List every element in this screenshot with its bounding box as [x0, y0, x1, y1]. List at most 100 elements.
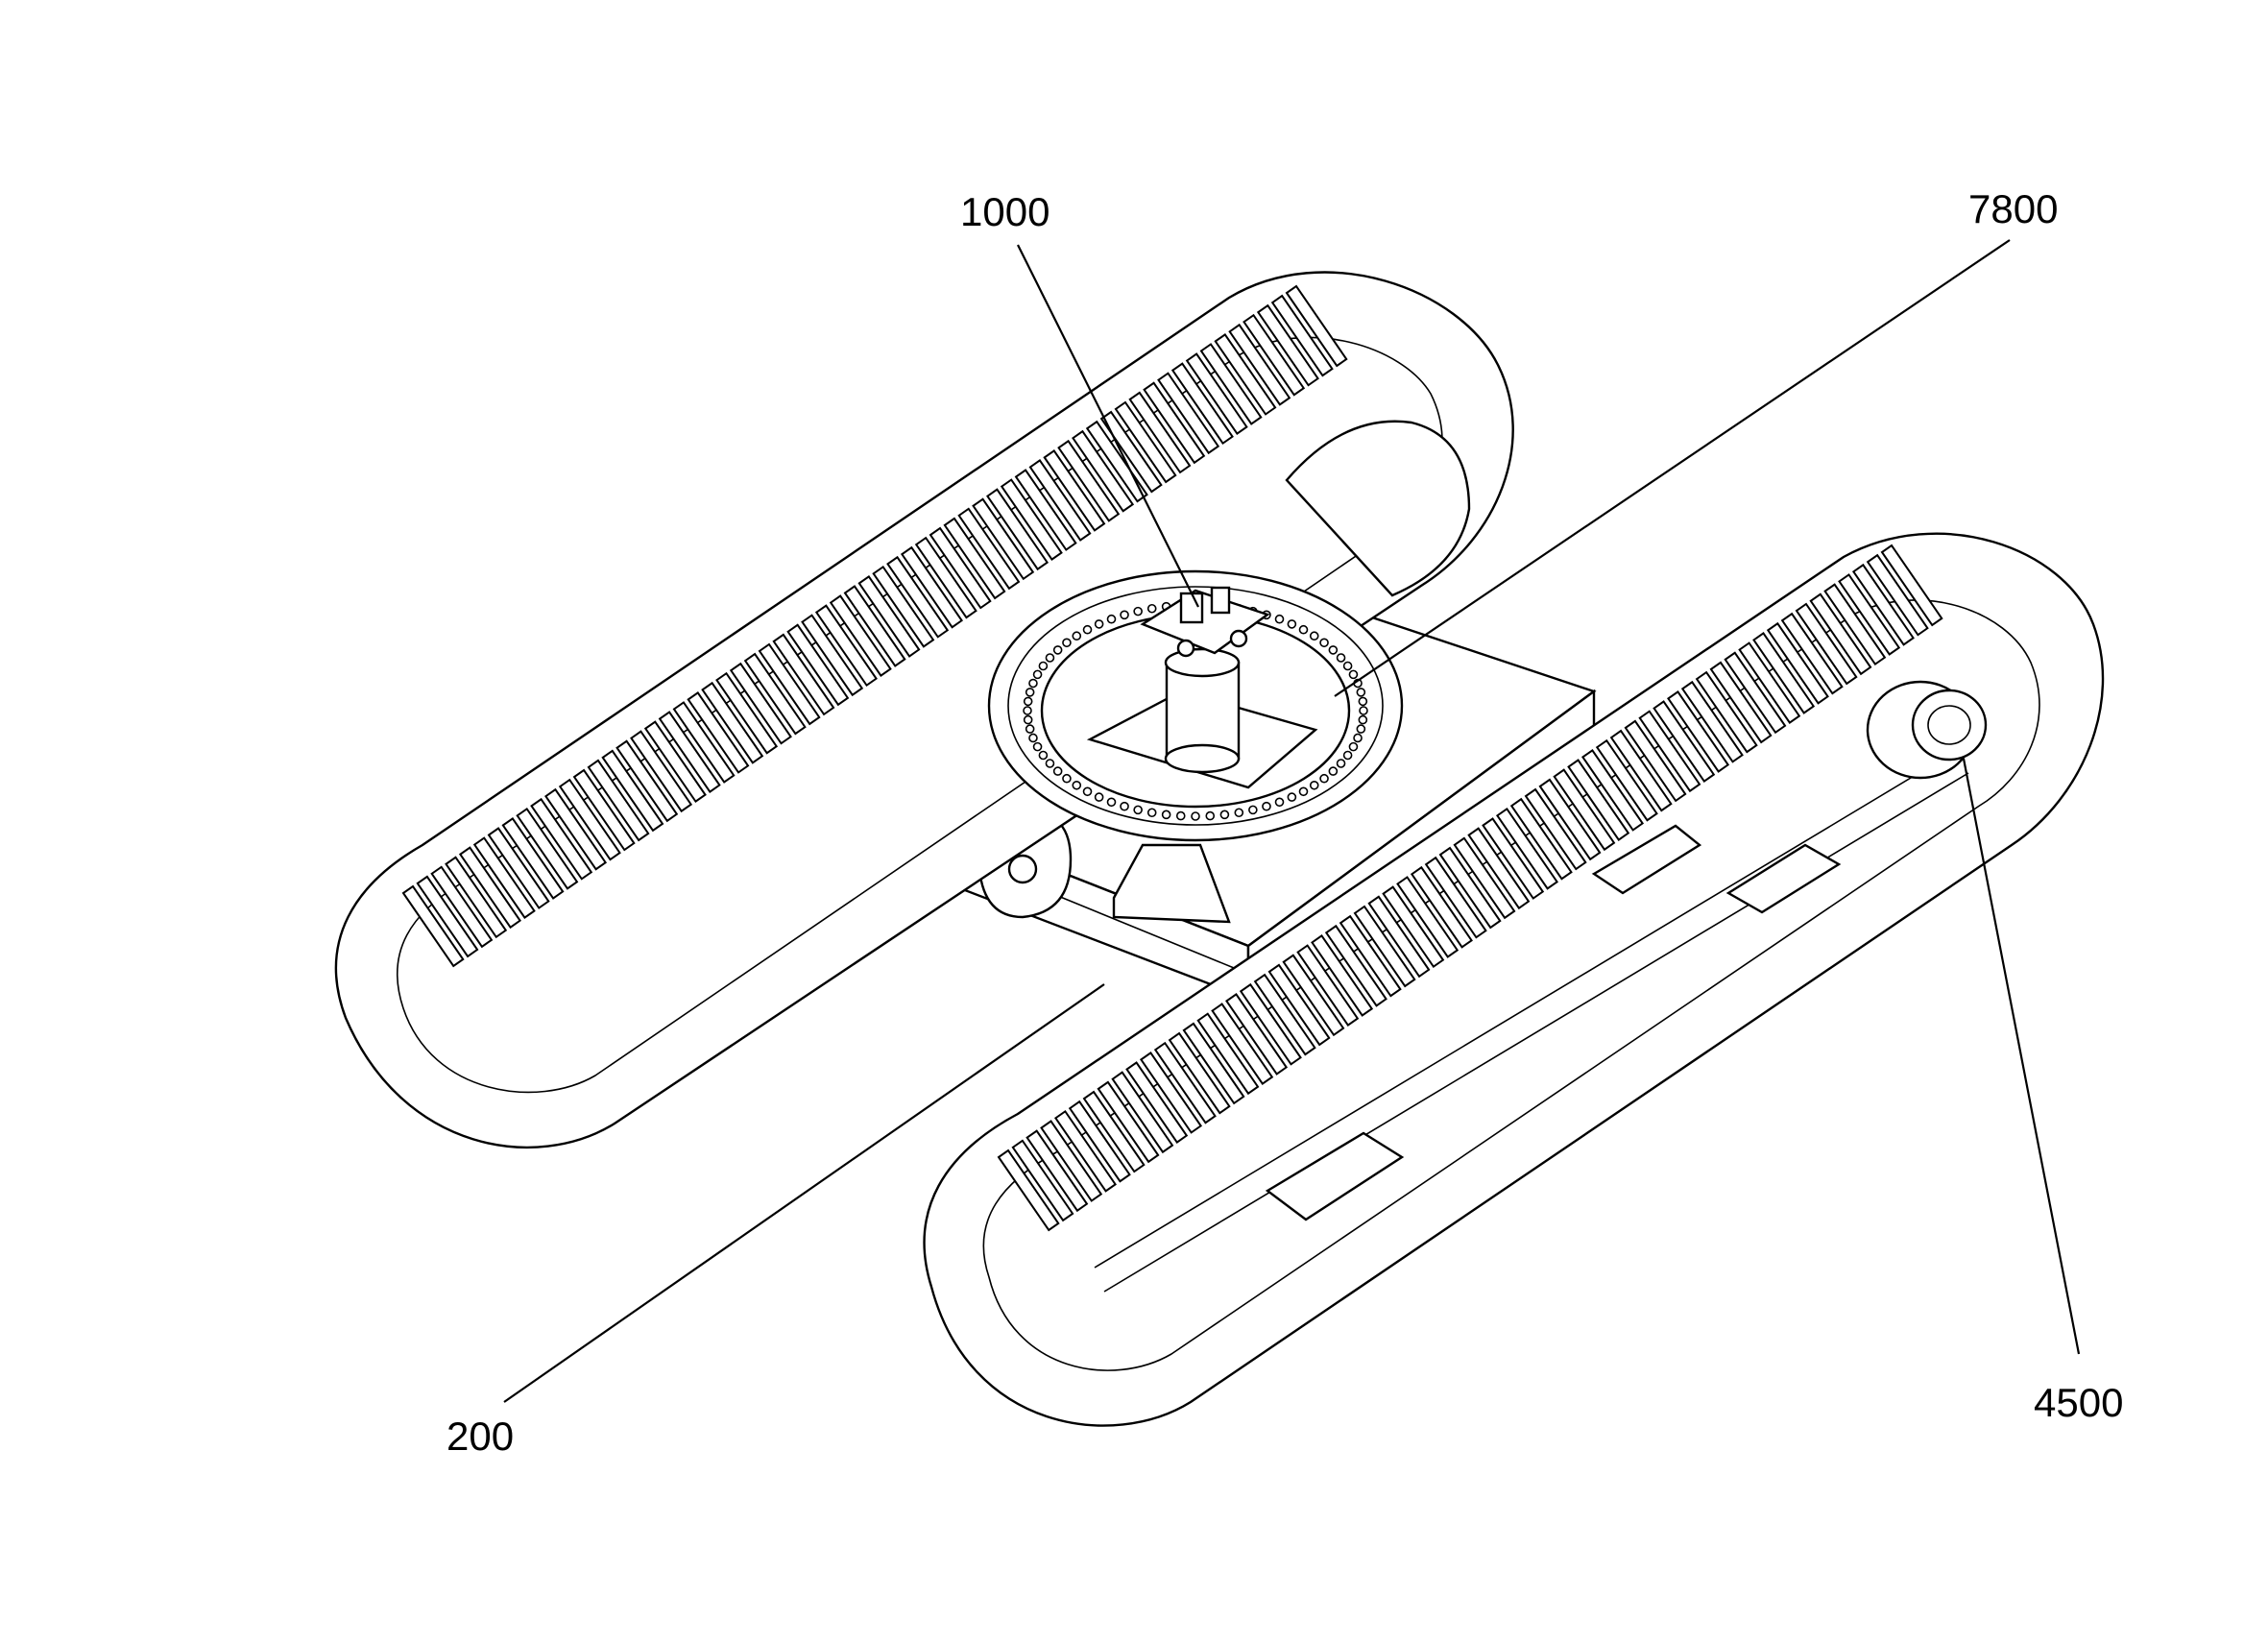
track-shoe: [1182, 1022, 1245, 1105]
ring-gear-tooth: [1175, 810, 1186, 821]
track-shoe: [1185, 352, 1248, 435]
ring-gear-tooth: [1023, 696, 1033, 707]
ring-gear-tooth: [1032, 741, 1043, 752]
track-shoe: [472, 836, 536, 919]
track-shoe: [1866, 553, 1929, 637]
track-shoe: [1243, 313, 1306, 397]
track-shoe: [1353, 905, 1416, 988]
track-shoe: [1228, 323, 1291, 406]
track-shoe: [1239, 982, 1302, 1066]
track-shoe: [1880, 544, 1943, 627]
rotary-joint: [1140, 586, 1270, 774]
ring-gear-tooth: [1287, 619, 1297, 629]
ring-gear-tooth: [1146, 808, 1157, 818]
track-shoe: [1410, 865, 1473, 949]
track-shoe: [1724, 651, 1787, 735]
callout-label-4500: 4500: [2034, 1380, 2123, 1425]
track-shoe: [430, 865, 494, 949]
track-shoe: [1752, 632, 1816, 714]
ring-gear-tooth: [1309, 631, 1319, 641]
track-shoe: [1680, 680, 1744, 763]
ring-gear-tooth: [1353, 733, 1363, 743]
ring-gear-tooth: [1358, 714, 1368, 725]
ring-gear-tooth: [1336, 759, 1346, 768]
track-shoe: [1382, 885, 1445, 969]
ring-gear-tooth: [1094, 792, 1104, 802]
ring-gear-tooth: [1359, 706, 1368, 715]
track-shoe: [658, 711, 721, 793]
ring-gear-tooth: [1262, 801, 1271, 811]
track-shoe: [1140, 1051, 1203, 1134]
ring-gear-tooth: [1274, 797, 1285, 808]
track-shoe: [601, 749, 664, 833]
track-shoe: [544, 787, 608, 871]
track-shoe: [1256, 303, 1319, 387]
track-shoe: [1324, 924, 1387, 1007]
track-shoe: [1199, 343, 1263, 425]
track-shoe: [1053, 1109, 1117, 1193]
track-shoe: [572, 768, 636, 852]
track-shoe: [1028, 459, 1092, 542]
track-shoe: [900, 545, 963, 629]
callout-label-1000: 1000: [960, 189, 1050, 234]
track-shoe: [401, 884, 465, 968]
ring-gear-tooth: [1319, 773, 1329, 784]
track-shoe: [729, 662, 792, 745]
ring-gear-tooth: [1248, 805, 1258, 815]
ring-gear-tooth: [1038, 661, 1049, 671]
left-crawler-track: [334, 271, 1514, 1148]
ring-gear-tooth: [1358, 696, 1368, 707]
track-shoe: [786, 623, 850, 707]
track-shoe: [1509, 797, 1573, 881]
track-shoe: [1624, 719, 1687, 803]
track-shoe: [1128, 391, 1192, 474]
track-shoe: [1524, 787, 1587, 871]
track-shoe: [1396, 876, 1460, 958]
track-shoe: [843, 585, 906, 667]
ring-gear-tooth: [1342, 750, 1353, 761]
track-shoe: [1495, 807, 1558, 890]
track-shoe: [1653, 700, 1716, 783]
track-shoe: [801, 614, 864, 697]
track-shoe: [1424, 856, 1487, 939]
track-shoe: [1085, 420, 1148, 503]
track-shoe: [615, 739, 679, 823]
track-shoe: [558, 778, 621, 861]
ring-gear-tooth: [1072, 780, 1082, 790]
ring-gear-tooth: [1082, 786, 1093, 797]
ring-gear-tooth: [1356, 688, 1366, 697]
track-shoe: [758, 642, 821, 726]
track-shoe: [1168, 1031, 1231, 1115]
track-shoe: [1157, 372, 1220, 455]
track-shoe: [1267, 963, 1331, 1047]
track-shoe: [1025, 1129, 1089, 1213]
callout-label-200: 200: [446, 1414, 514, 1459]
track-shoe: [1040, 1120, 1103, 1202]
track-shoe: [943, 517, 1006, 600]
ring-gear-tooth: [1032, 669, 1043, 680]
ring-gear-tooth: [1038, 750, 1049, 761]
track-shoe: [630, 730, 693, 813]
ring-gear-tooth: [1028, 733, 1038, 743]
track-shoe: [1709, 661, 1773, 744]
ring-gear-tooth: [1062, 773, 1072, 784]
track-shoe: [1609, 729, 1673, 812]
track-shoe: [1553, 768, 1616, 852]
track-shoe: [1823, 583, 1887, 666]
track-shoe: [516, 807, 579, 890]
track-shoe: [1838, 573, 1901, 656]
ring-gear-tooth: [1052, 645, 1063, 655]
ring-gear-tooth: [1319, 638, 1329, 648]
track-shoe: [829, 594, 892, 677]
ring-gear-tooth: [1274, 614, 1285, 624]
ring-gear-tooth: [1072, 631, 1082, 641]
track-shoe: [1581, 748, 1645, 832]
track-shoe: [957, 507, 1021, 591]
leader-lines: [503, 239, 2081, 1403]
ring-gear-tooth: [1106, 614, 1117, 624]
ring-gear-tooth: [1025, 688, 1035, 697]
ring-gear-tooth: [1094, 619, 1104, 629]
track-shoe: [872, 565, 935, 648]
track-shoe: [715, 671, 779, 755]
ring-gear-tooth: [1062, 638, 1072, 648]
